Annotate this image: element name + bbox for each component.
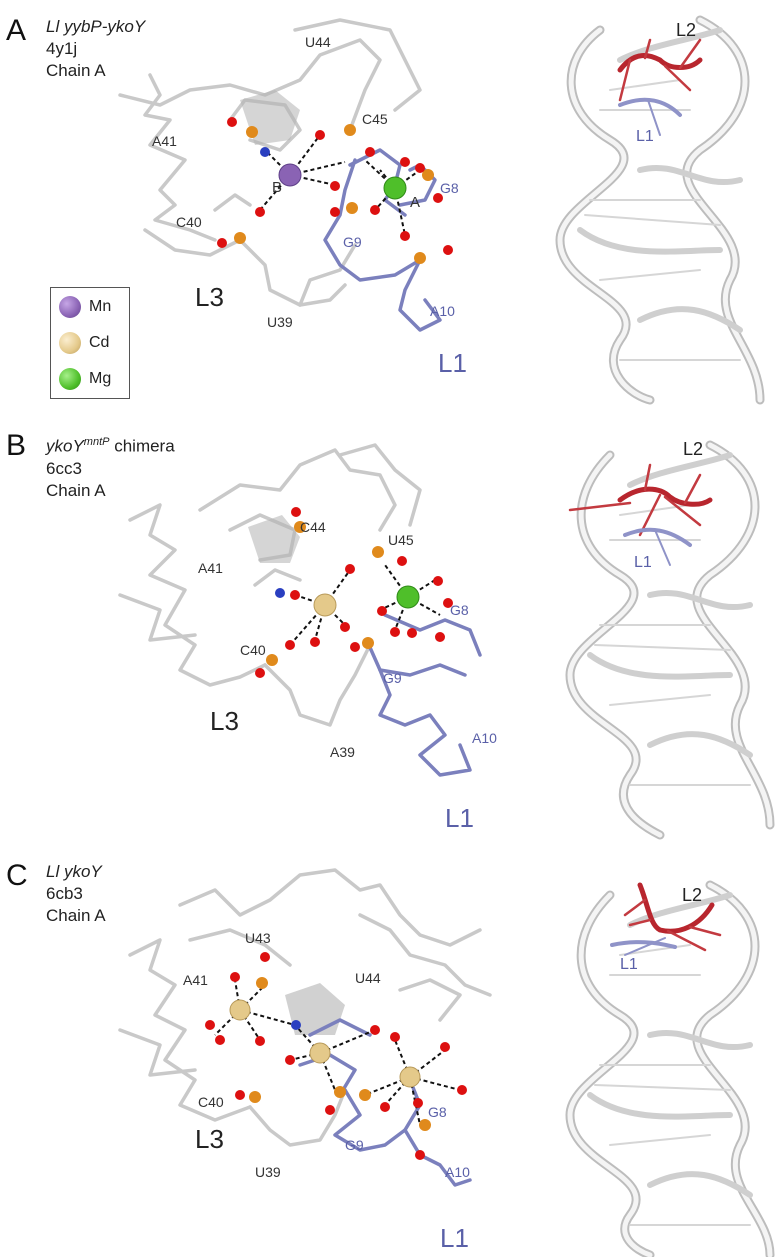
panel-c: C Ll ykoY 6cb3 Chain A (0, 845, 784, 1257)
ribbon-c (565, 880, 775, 1257)
label-g8: G8 (440, 180, 459, 196)
label-c44: C44 (300, 519, 326, 535)
label-a39: A39 (330, 744, 355, 760)
label-u44: U44 (355, 970, 381, 986)
title-italic: ykoY (46, 436, 84, 456)
label-site-b: B (272, 179, 282, 196)
ribbon-label-l1: L1 (634, 554, 652, 571)
backbone-sticks (118, 18, 422, 307)
legend-label: Cd (89, 334, 110, 351)
coordination-bonds (289, 564, 441, 646)
panel-meta: Ll ykoY 6cb3 Chain A (46, 861, 106, 927)
legend-label: Mn (89, 298, 112, 315)
label-c40: C40 (198, 1094, 224, 1110)
panel-letter: A (6, 14, 27, 47)
title-rest: chimera (109, 436, 175, 456)
label-l1: L1 (438, 348, 467, 378)
label-a10: A10 (430, 303, 455, 319)
label-a41: A41 (198, 560, 223, 576)
cd-ion (399, 1066, 421, 1088)
label-a41: A41 (183, 972, 208, 988)
mg-ion (396, 585, 420, 609)
atoms (255, 507, 453, 678)
mn-ion (278, 163, 302, 187)
ribbon-label-l1: L1 (620, 956, 638, 973)
mg-ion (383, 176, 407, 200)
label-l1: L1 (440, 1223, 469, 1253)
label-u45: U45 (388, 532, 414, 548)
label-g8: G8 (450, 602, 469, 618)
chain-label: Chain A (46, 61, 106, 80)
label-l3: L3 (195, 282, 224, 312)
pdb-id: 6cc3 (46, 458, 82, 478)
label-l3: L3 (210, 706, 239, 736)
ribbon-label-l1: L1 (636, 128, 654, 145)
cd-ion (313, 593, 337, 617)
backbone-sticks (118, 443, 422, 727)
panel-meta: ykoYmntP chimera 6cc3 Chain A (46, 431, 175, 502)
label-a41: A41 (152, 133, 177, 149)
cd-icon (59, 332, 81, 354)
l1-sticks (366, 613, 482, 777)
title-italic: Ll yybP-ykoY (46, 17, 146, 36)
legend-item-mg: Mg (59, 366, 111, 392)
chain-label: Chain A (46, 480, 106, 500)
label-g9: G9 (383, 670, 402, 686)
label-a10: A10 (472, 730, 497, 746)
legend-item-mn: Mn (59, 294, 111, 320)
label-u39: U39 (255, 1164, 281, 1180)
label-u44: U44 (305, 34, 331, 50)
chain-label: Chain A (46, 906, 106, 925)
label-u39: U39 (267, 314, 293, 330)
ribbon-a (555, 15, 765, 405)
structure-c: U43 U44 A41 C40 U39 G8 G9 A10 L1 L3 (118, 868, 775, 1257)
mg-icon (59, 368, 81, 390)
ribbon-b (565, 440, 775, 840)
panel-a: A Ll yybP-ykoY 4y1j Chain A (0, 0, 784, 405)
label-site-a: A (410, 194, 420, 211)
cd-ion (309, 1042, 331, 1064)
panel-b: B ykoYmntP chimera 6cc3 Chain A (0, 415, 784, 840)
structure-a: A41 U44 C45 C40 U39 B A G8 G9 A10 L1 L3 (118, 15, 765, 405)
label-l3: L3 (195, 1124, 224, 1154)
title-italic: Ll ykoY (46, 862, 102, 881)
atoms (205, 952, 467, 1160)
label-c40: C40 (176, 214, 202, 230)
label-g9: G9 (343, 234, 362, 250)
legend-label: Mg (89, 370, 112, 387)
mn-icon (59, 296, 81, 318)
panel-meta: Ll yybP-ykoY 4y1j Chain A (46, 16, 145, 82)
atoms (217, 117, 453, 264)
title-superscript: mntP (83, 436, 110, 448)
structure-b: C44 U45 A41 C40 A39 G8 G9 A10 L1 L3 (118, 439, 775, 840)
label-l1: L1 (445, 803, 474, 833)
ribbon-label-l2: L2 (683, 439, 703, 459)
label-c45: C45 (362, 111, 388, 127)
cd-ion (229, 999, 251, 1021)
label-u43: U43 (245, 930, 271, 946)
label-g8: G8 (428, 1104, 447, 1120)
panel-letter: C (6, 859, 28, 892)
legend-item-cd: Cd (59, 330, 109, 356)
label-g9: G9 (345, 1137, 364, 1153)
backbone-sticks (118, 868, 492, 1147)
label-a10: A10 (445, 1164, 470, 1180)
base-ring (248, 515, 300, 563)
ribbon-label-l2: L2 (676, 20, 696, 40)
pdb-id: 6cb3 (46, 884, 83, 903)
ribbon-label-l2: L2 (682, 885, 702, 905)
label-c40: C40 (240, 642, 266, 658)
pdb-id: 4y1j (46, 39, 78, 58)
panel-letter: B (6, 429, 27, 462)
metal-legend: Mn Cd Mg (50, 287, 130, 399)
